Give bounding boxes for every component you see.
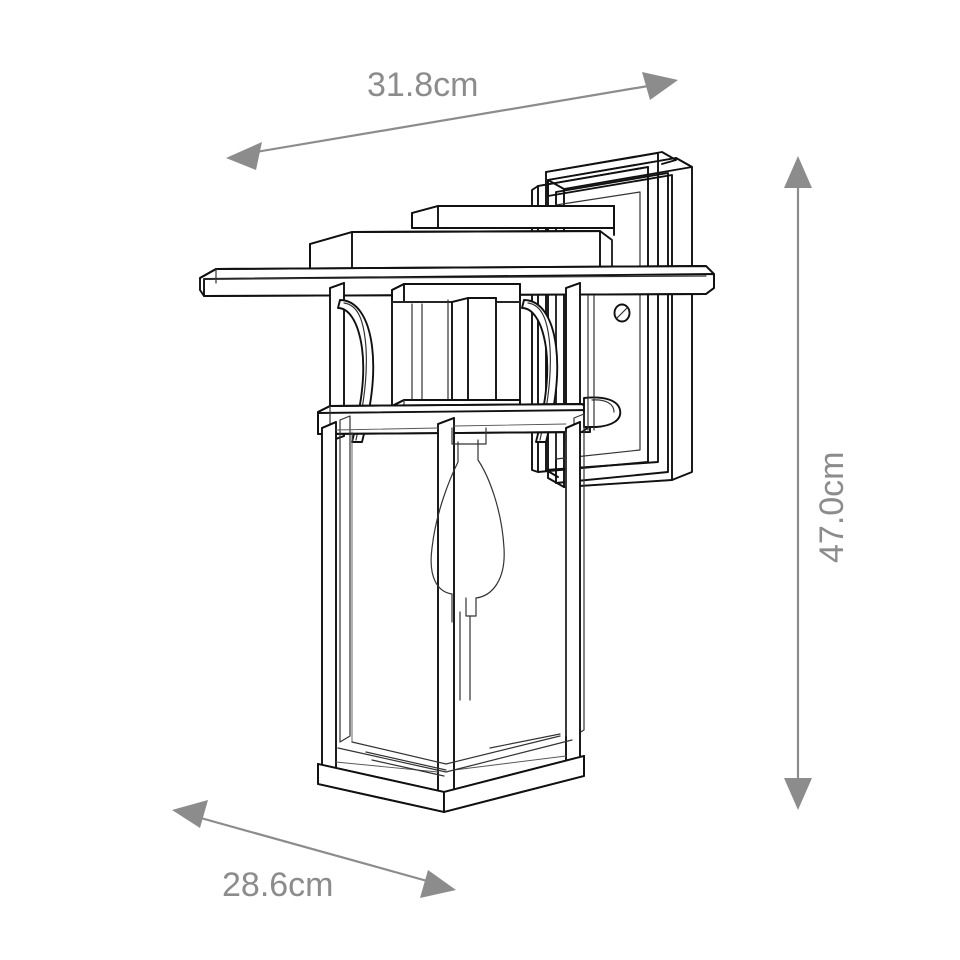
cap-body	[309, 230, 613, 273]
dimension-height-arrow-top	[784, 156, 812, 188]
dimension-width-line	[243, 82, 661, 156]
filament-bulb	[430, 427, 505, 701]
dimension-width-arrow-left	[226, 142, 262, 170]
dimension-width: 31.8cm	[226, 66, 678, 170]
dimension-width-label: 31.8cm	[367, 66, 479, 104]
dimension-width-arrow-right	[642, 72, 678, 100]
side-knob	[583, 396, 622, 428]
top-cap	[411, 205, 615, 236]
wall-mount-plate	[531, 151, 693, 488]
dimension-height: 47.0cm	[784, 156, 851, 810]
roof-shelf	[199, 265, 715, 297]
dimension-height-label: 47.0cm	[813, 452, 851, 564]
dimension-height-arrow-bottom	[784, 778, 812, 810]
lantern-illustration	[199, 151, 715, 813]
dimension-depth-label: 28.6cm	[222, 866, 334, 904]
dimension-depth-line	[189, 813, 439, 886]
base-plate	[317, 733, 585, 813]
cable-conduit	[587, 295, 595, 431]
dimension-depth-arrow-left	[172, 800, 208, 828]
dimension-depth-arrow-right	[420, 870, 456, 898]
dimension-depth: 28.6cm	[172, 800, 456, 904]
